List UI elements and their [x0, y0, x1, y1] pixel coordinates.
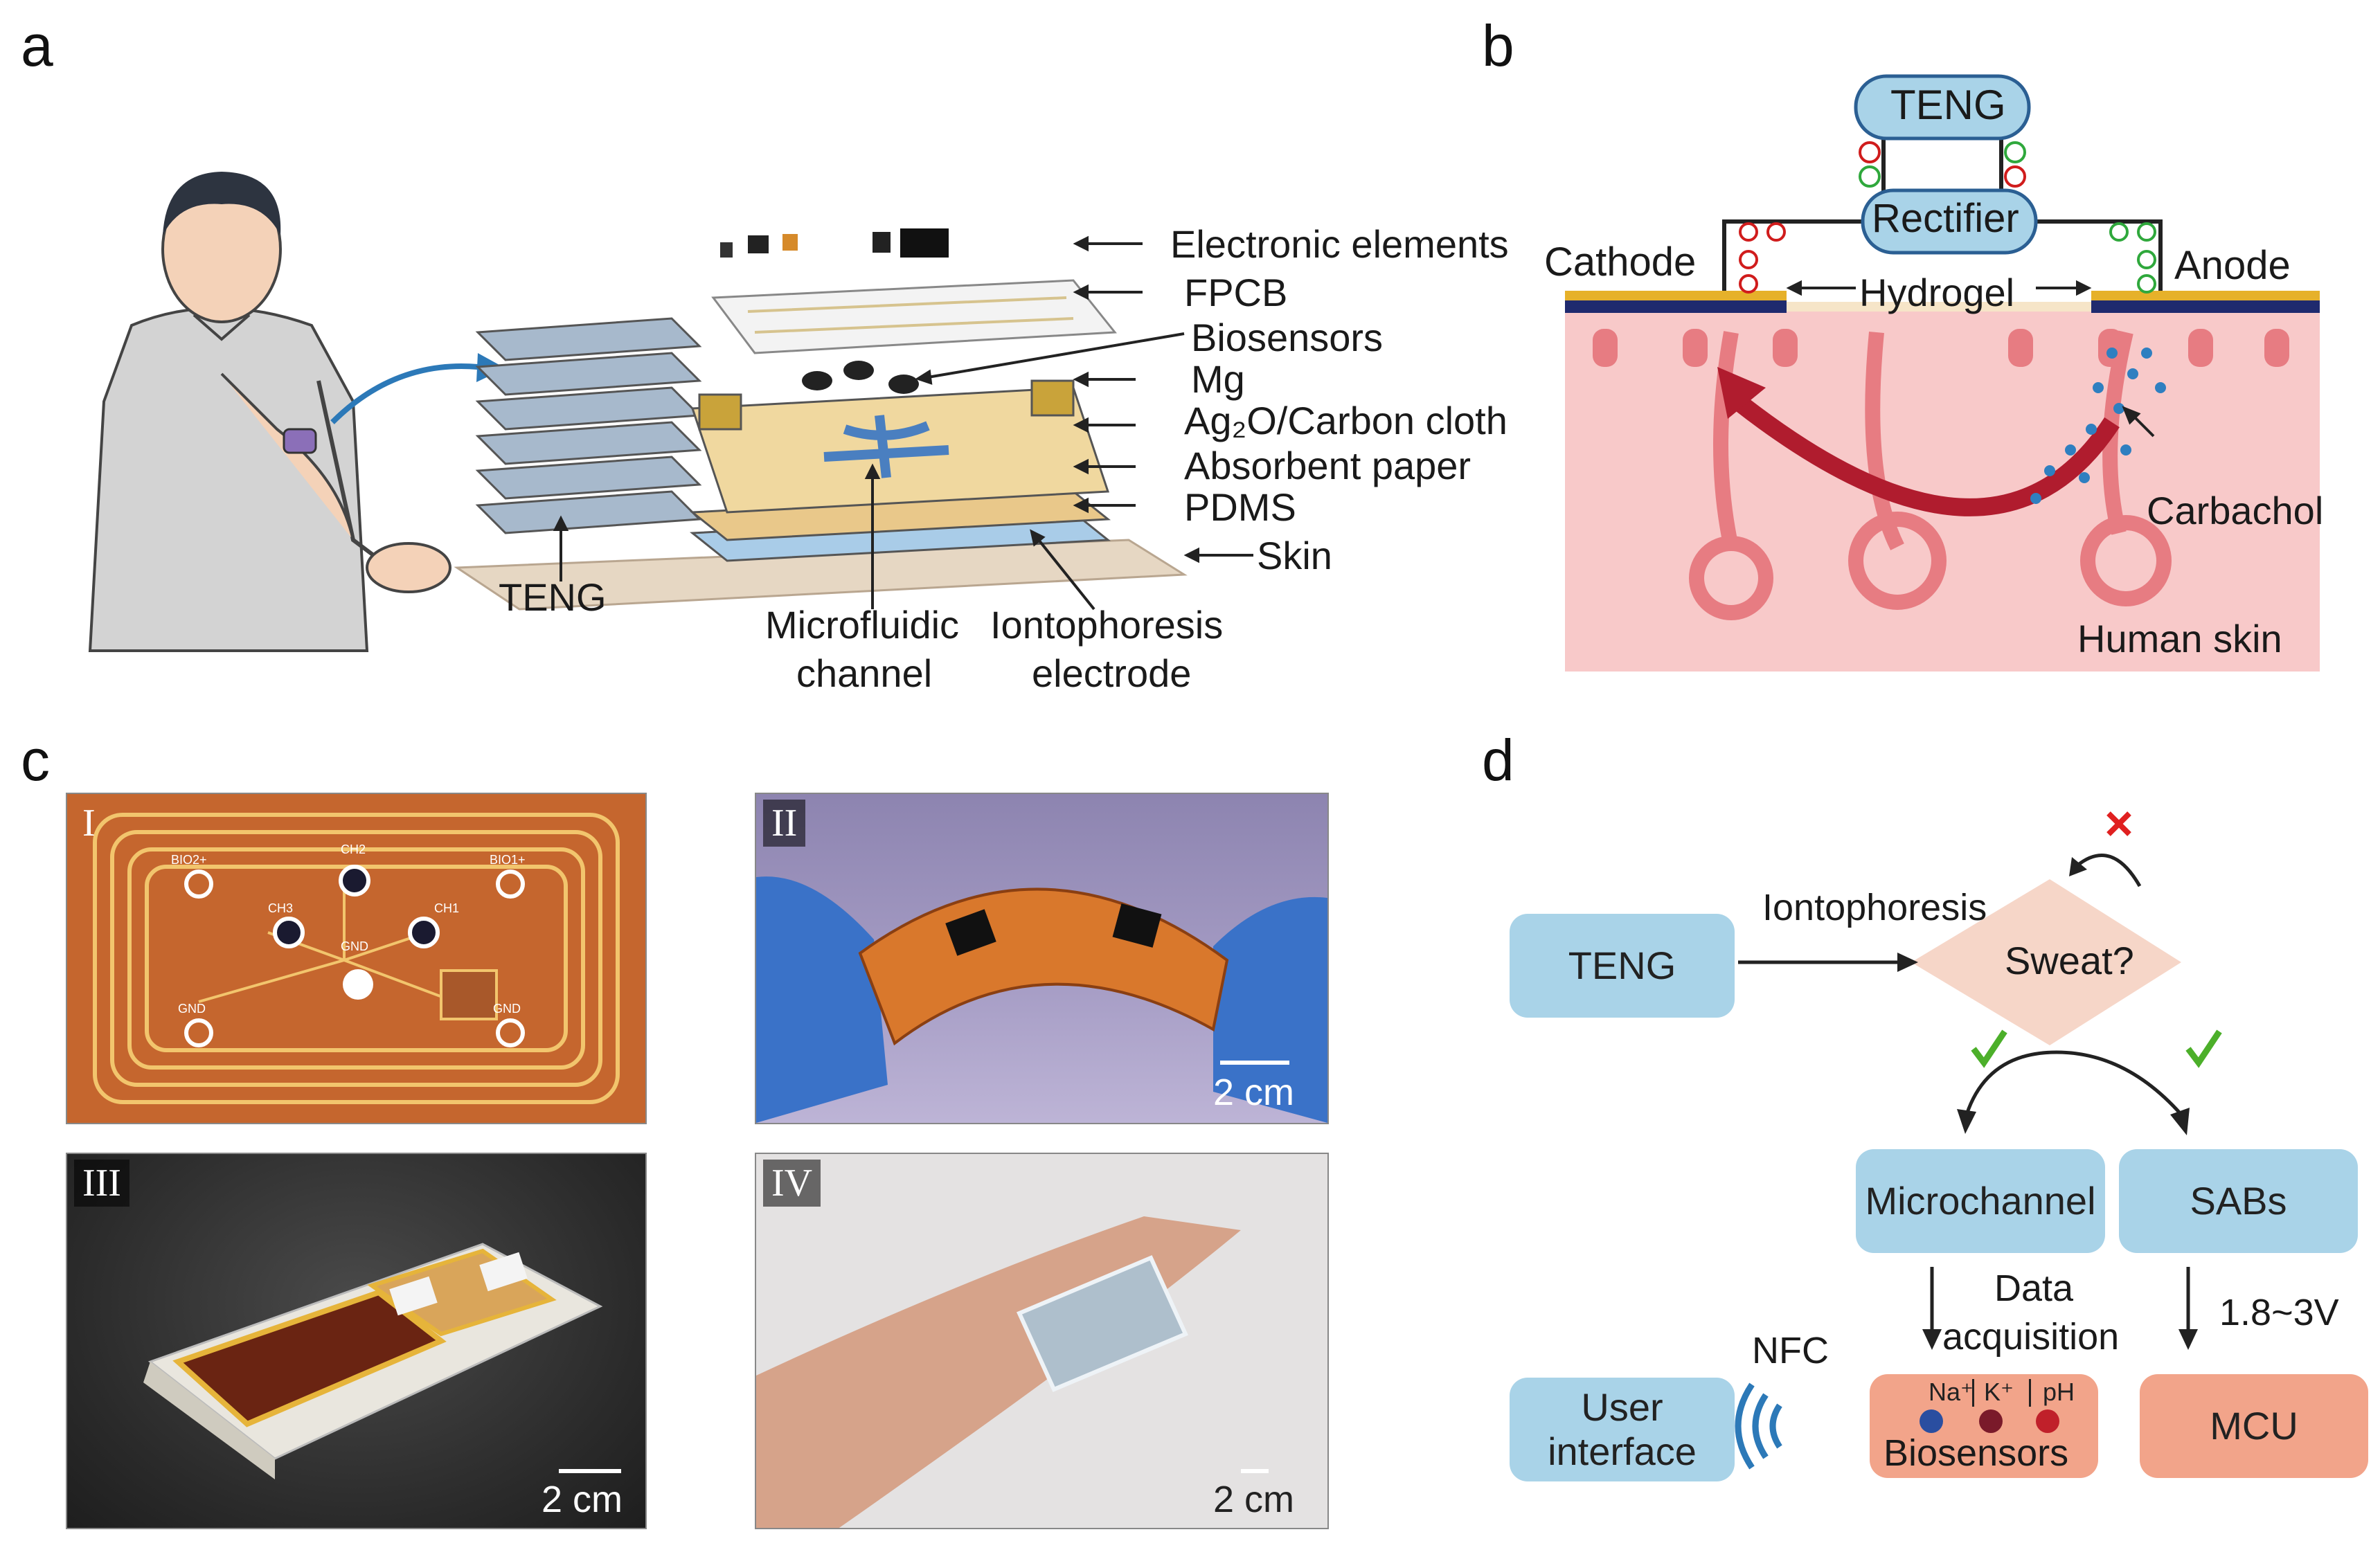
label-acquisition: acquisition [1942, 1316, 2120, 1358]
person-illustration [88, 172, 505, 652]
box-user-interface[interactable]: User interface [1510, 1378, 1735, 1481]
label-skin: Skin [1257, 534, 1332, 577]
photo-iii-device: III 2 cm [66, 1153, 647, 1529]
scale-label-iv: 2 cm [1213, 1479, 1295, 1520]
label-electronic-elements: Electronic elements [1170, 222, 1509, 266]
label-iontophoresis-a: Iontophoresis [990, 603, 1224, 647]
pcb-label-gnd-right: GND [493, 1002, 521, 1016]
pcb-label-gnd-left: GND [178, 1002, 206, 1016]
scale-label-ii: 2 cm [1213, 1072, 1295, 1113]
panel-b-schematic [1565, 74, 2320, 672]
check-icon [1971, 1029, 2222, 1068]
label-cathode: Cathode [1544, 240, 1697, 285]
ion-dot-ph [2036, 1409, 2059, 1433]
label-ag2o-carbon-cloth: Ag₂O/Carbon cloth [1184, 399, 1507, 442]
label-mg: Mg [1191, 357, 1245, 401]
scale-bar-ii [1220, 1061, 1289, 1065]
label-iontophoresis-d: Iontophoresis [1762, 887, 1987, 928]
nfc-icon [1735, 1382, 1782, 1470]
label-teng-a: TENG [499, 575, 607, 619]
pcb-label-gnd-center: GND [341, 939, 368, 953]
pcb-label-ch1: CH1 [434, 901, 460, 915]
photo-i-pcb: BIO2+ CH2 BIO1+ CH3 CH1 GND GND GND I [66, 793, 647, 1124]
label-channel: channel [796, 651, 933, 695]
label-teng-b: TENG [1890, 82, 2006, 128]
ion-dot-k [1979, 1409, 2003, 1433]
pcb-drawing [93, 813, 620, 1104]
pcb-label-bio1: BIO1+ [490, 853, 526, 867]
teng-stack [475, 317, 702, 534]
box-microchannel: Microchannel [1856, 1149, 2105, 1253]
user-interface-line2: interface [1548, 1430, 1697, 1473]
panel-letter-a: a [21, 13, 53, 78]
label-biosensors: Biosensors [1191, 316, 1384, 359]
label-sweat: Sweat? [2005, 939, 2134, 982]
label-human-skin: Human skin [2077, 617, 2282, 660]
label-absorbent-paper: Absorbent paper [1184, 444, 1471, 487]
panel-letter-d: d [1482, 728, 1514, 793]
wearable-patch-icon [283, 428, 317, 454]
label-nfc: NFC [1752, 1330, 1829, 1371]
photo-ii-flexible-circuit: II 2 cm [755, 793, 1329, 1124]
photo-numeral-ii: II [763, 800, 806, 847]
pcb-label-ch3: CH3 [268, 901, 294, 915]
label-electrode: electrode [1032, 651, 1192, 695]
sweat-decision-diamond [1911, 879, 2181, 1045]
cross-icon [2106, 811, 2131, 836]
photo-numeral-i: I [82, 802, 96, 845]
panel-a-illustration [88, 172, 1253, 652]
pcb-label-bio2: BIO2+ [171, 853, 207, 867]
label-microfluidic: Microfluidic [765, 603, 960, 647]
panel-d-flowchart [1735, 811, 2222, 1470]
box-sabs: SABs [2119, 1149, 2358, 1253]
photo-numeral-iv: IV [763, 1160, 821, 1207]
scale-label-iii: 2 cm [542, 1479, 623, 1520]
label-hydrogel: Hydrogel [1859, 271, 2015, 314]
panel-letter-c: c [21, 728, 50, 793]
label-anode: Anode [2174, 243, 2291, 288]
label-fpcb: FPCB [1184, 271, 1288, 314]
scale-bar-iii [559, 1469, 621, 1473]
pcb-label-ch2: CH2 [341, 842, 366, 856]
label-voltage: 1.8~3V [2219, 1292, 2339, 1333]
user-interface-line1: User [1581, 1385, 1663, 1429]
box-mcu: MCU [2140, 1374, 2368, 1478]
ion-ph: pH [2043, 1378, 2075, 1406]
ion-na: Na⁺ [1929, 1378, 1974, 1406]
ion-k: K⁺ [1984, 1378, 2014, 1406]
scale-bar-iv [1241, 1469, 1269, 1473]
label-pdms: PDMS [1184, 485, 1296, 529]
label-data: Data [1994, 1268, 2074, 1309]
label-rectifier: Rectifier [1872, 196, 2019, 241]
photo-numeral-iii: III [74, 1160, 129, 1207]
ion-dot-na [1920, 1409, 1943, 1433]
panel-letter-b: b [1482, 13, 1514, 78]
photo-iv-arm: IV 2 cm [755, 1153, 1329, 1529]
label-biosensors-d: Biosensors [1884, 1432, 2069, 1474]
label-carbachol: Carbachol [2147, 489, 2324, 532]
box-teng-d: TENG [1510, 914, 1735, 1018]
